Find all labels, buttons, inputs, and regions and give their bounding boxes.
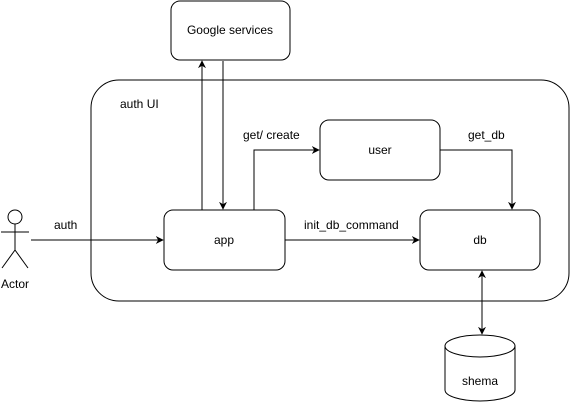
edge-get-db-label: get_db	[468, 128, 505, 142]
edge-auth-label: auth	[54, 218, 78, 232]
db-node[interactable]	[419, 209, 541, 271]
edge-get-db	[440, 149, 516, 210]
schema-label: shema	[461, 374, 499, 388]
schema-database-cylinder[interactable]	[444, 334, 516, 402]
google-services-label: Google services	[186, 23, 274, 37]
auth-ui-container	[90, 79, 570, 302]
edge-init-db-label: init_db_command	[304, 218, 399, 232]
actor-label: Actor	[0, 277, 30, 291]
edge-get-create-label: get/ create	[243, 128, 300, 142]
auth-ui-label: auth UI	[120, 97, 159, 111]
actor-icon	[1, 209, 29, 269]
app-label: app	[213, 233, 235, 247]
edge-get-create	[253, 146, 320, 210]
user-label: user	[368, 143, 392, 157]
google-services-node[interactable]	[170, 0, 291, 61]
db-label: db	[473, 233, 487, 247]
